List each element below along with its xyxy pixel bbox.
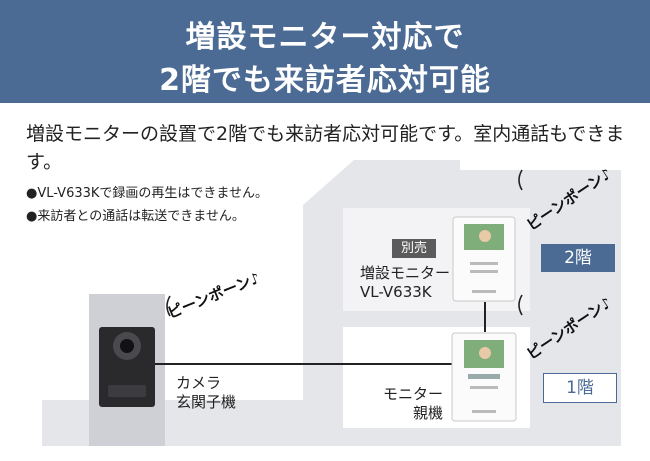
camera-label-line2: 玄関子機 [176,393,237,411]
camera-label-line1: カメラ [176,374,222,392]
door-camera-device [99,327,155,407]
header-title-line1: 増設モニター対応で [185,20,465,55]
sub-monitor-label-line1: 増設モニター [360,264,451,282]
floor-1-label: 1階 [543,373,617,403]
sold-separately-badge: 別売 [392,239,436,258]
sub-monitor-model: VL-V633K [360,283,432,301]
main-monitor-label: モニター 親機 [383,385,443,423]
header-title-line2: 2階でも来訪者応対可能 [159,63,491,98]
chime-waves [166,169,523,317]
floor-2-label: 2階 [541,244,615,272]
camera-label: カメラ 玄関子機 [176,374,236,412]
description: 増設モニターの設置で2階でも来訪者応対可能です。室内通話もできます。 [26,123,625,173]
main-monitor-label-line1: モニター [383,385,444,403]
note-recording: ●VL-V633Kで録画の再生はできません。 [26,186,269,201]
header-banner: 増設モニター対応で 2階でも来訪者応対可能 [0,0,650,103]
note-transfer: ●来訪者との通話は転送できません。 [26,209,245,224]
sub-monitor-device [452,216,516,302]
sub-monitor-label: 増設モニター VL-V633K [360,264,450,302]
main-monitor-device [451,332,517,422]
main-monitor-label-line2: 親機 [412,404,443,422]
